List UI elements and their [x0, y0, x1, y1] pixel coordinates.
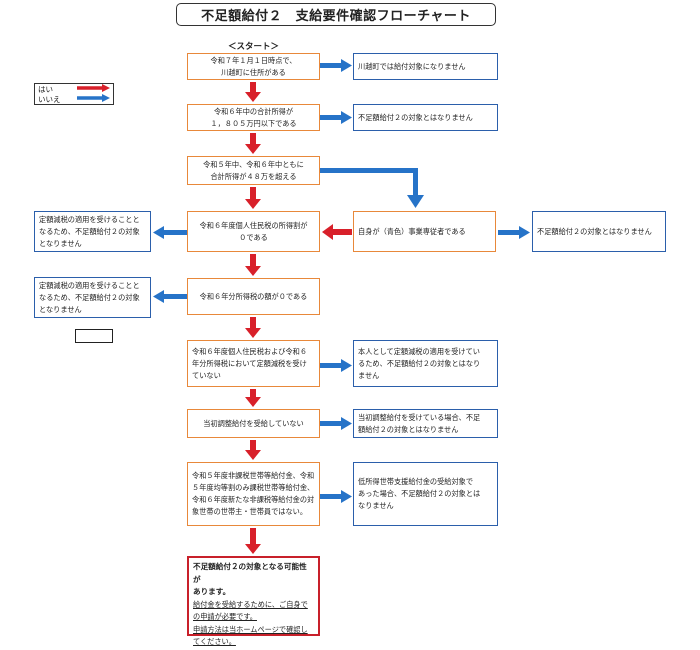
final-note-line: 申請方法は当ホームページで確認し [193, 624, 308, 634]
yes-arrow [245, 317, 261, 338]
yes-arrow [245, 528, 261, 554]
step-line: 自身が（青色）事業専従者である [358, 226, 466, 236]
yes-arrow [322, 224, 352, 240]
step-line: 令和６年分所得税の額が０である [199, 291, 308, 301]
result-line: 定額減税の適用を受けることと [39, 280, 140, 290]
result-line: 定額減税の適用を受けることと [39, 214, 140, 224]
result-line: るため、不足額給付２の対象とはなり [358, 358, 481, 368]
no-arrow [320, 168, 424, 208]
step-line: 令和６年度新たな非課税等給付金の対 [192, 495, 315, 504]
result-tax-reduction-b: 定額減税の適用を受けることとなるため、不足額給付２の対象となりません [34, 277, 151, 318]
step-line: ０である [239, 232, 268, 242]
result-self-employed: 不足額給付２の対象とはなりません [532, 211, 666, 252]
result-income-too-high: 不足額給付２の対象とはなりません [353, 104, 498, 131]
result-line: あった場合、不足額給付２の対象とは [358, 489, 481, 498]
step-line: 令和６年度個人住民税の所得割が [199, 220, 308, 230]
step-resident-tax-zero: 令和６年度個人住民税の所得割が ０である [187, 211, 320, 252]
start-label: ＜スタート＞ [228, 42, 280, 52]
result-not-resident: 川越町では給付対象になりません [353, 53, 498, 80]
page-title: 不足額給付２ 支給要件確認フローチャート [176, 3, 496, 26]
result-line: なるため、不足額給付２の対象 [39, 292, 140, 302]
yes-arrow [245, 133, 261, 154]
result-line: 額給付２の対象とはなりません [358, 424, 459, 434]
yes-arrow [245, 187, 261, 209]
result-initial-adjustment: 当初調整給付を受けている場合、不足額給付２の対象とはなりません [353, 409, 498, 438]
result-line: 低所得世帯支援給付金の受給対象で [358, 477, 474, 486]
legend-yes-label: はい [38, 85, 53, 94]
legend: はい いいえ [34, 83, 114, 105]
final-note-line: てください。 [193, 637, 236, 646]
no-arrow [498, 226, 530, 239]
result-received-reduction: 本人として定額減税の適用を受けているため、不足額給付２の対象とはなりません [353, 340, 498, 387]
legend-no-arrow [77, 94, 110, 102]
legend-yes-arrow [77, 84, 110, 92]
yes-arrow [245, 82, 261, 102]
result-tax-reduction-a: 定額減税の適用を受けることとなるため、不足額給付２の対象となりません [34, 211, 151, 252]
yes-arrow [245, 389, 261, 407]
no-arrow [320, 59, 352, 72]
step-line: ５年度均等割のみ課税世帯等給付金、 [192, 483, 315, 492]
final-note-line: の申請が必要です。 [193, 612, 257, 621]
step-line: 令和５年中、令和６年中ともに [203, 159, 304, 169]
step-line: 川越町に住所がある [221, 67, 286, 77]
step-income-tax-zero: 令和６年分所得税の額が０である [187, 278, 320, 315]
no-arrow [320, 359, 352, 372]
step-no-tax-reduction: 令和６年度個人住民税および令和６ 年分所得税において定額減税を受けていない [187, 340, 320, 387]
step-line: 年分所得税において定額減税を受け [192, 358, 307, 368]
step-line: 当初調整給付を受給していない [203, 418, 304, 428]
step-line: １，８０５万円以下である [210, 118, 297, 128]
result-line: 当初調整給付を受けている場合、不足 [358, 412, 481, 422]
step-self-employed: 自身が（青色）事業専従者である [353, 211, 496, 252]
step-line: 令和５年度非課税世帯等給付金、令和 [192, 471, 315, 480]
result-low-income-support: 低所得世帯支援給付金の受給対象であった場合、不足額給付２の対象とはなりません [353, 462, 498, 526]
step-income-over-48: 令和５年中、令和６年中ともに合計所得が４８万を超える [187, 156, 320, 185]
step-not-exempt-household: 令和５年度非課税世帯等給付金、令和 ５年度均等割のみ課税世帯等給付金、令和６年度新… [187, 462, 320, 526]
result-line: となりません [39, 238, 82, 248]
result-line: なるため、不足額給付２の対象 [39, 226, 140, 236]
result-line: なりません [358, 501, 394, 510]
yes-arrow [245, 254, 261, 276]
result-line: 本人として定額減税の適用を受けてい [358, 346, 480, 356]
step-income-limit: 令和６年中の合計所得が １，８０５万円以下である [187, 104, 320, 131]
step-line: ていない [192, 370, 221, 380]
result-line: 不足額給付２の対象とはなりません [358, 112, 473, 122]
final-note-line: 給付金を受給するために、ご自身で [193, 599, 308, 609]
step-line: 令和６年中の合計所得が [213, 106, 294, 116]
step-line: 令和７年１月１日時点で、 [210, 55, 297, 65]
no-arrow [320, 417, 352, 430]
no-arrow [153, 290, 187, 303]
step-line: 象世帯の世帯主・世帯員ではない。 [192, 507, 308, 516]
step-residence: 令和７年１月１日時点で、川越町に住所がある [187, 53, 320, 80]
result-line: となりません [39, 304, 82, 314]
step-no-initial-adjustment: 当初調整給付を受給していない [187, 409, 320, 438]
legend-no-label: いいえ [38, 95, 61, 104]
result-line: ません [358, 370, 380, 380]
result-line: 川越町では給付対象になりません [358, 61, 466, 71]
blank-box [75, 329, 113, 343]
no-arrow [320, 490, 352, 503]
final-heading-line: あります。 [193, 587, 231, 596]
yes-arrows [245, 82, 352, 554]
no-arrow [153, 226, 187, 239]
no-arrow [320, 111, 352, 124]
step-line: 令和６年度個人住民税および令和６ [192, 346, 308, 356]
final-eligible-box: 不足額給付２の対象となる可能性が あります。 給付金を受給するために、ご自身で … [187, 556, 320, 646]
result-line: 不足額給付２の対象とはなりません [537, 226, 652, 236]
final-heading-line: 不足額給付２の対象となる可能性が [193, 562, 307, 584]
yes-arrow [245, 440, 261, 460]
step-line: 合計所得が４８万を超える [210, 171, 297, 181]
no-arrows [153, 59, 530, 503]
